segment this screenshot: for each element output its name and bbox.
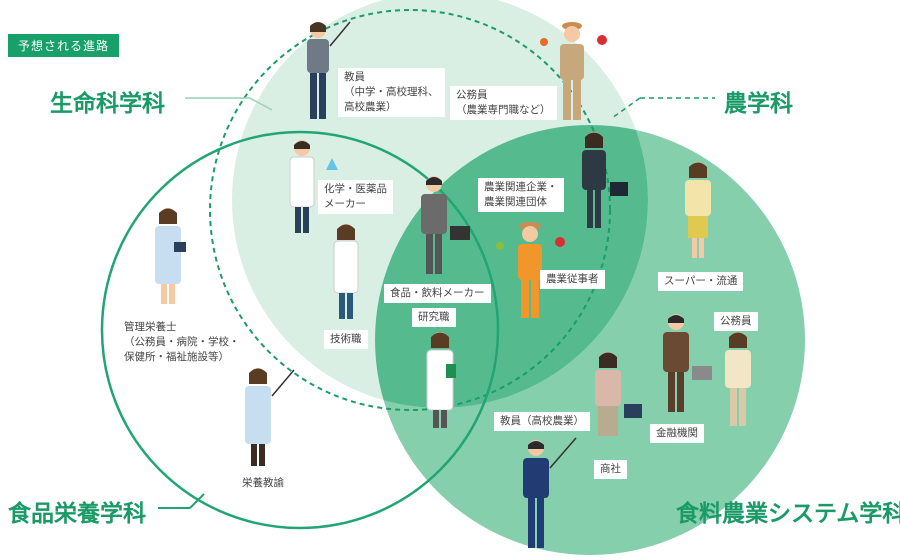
career-public-servant-top: 公務員 （農業専門職など） [450,86,557,120]
career-nutrition-teacher: 栄養教諭 [242,477,284,489]
career-supermarket: スーパー・流通 [658,272,744,291]
career-research: 研究職 [412,308,456,327]
person-nutrition-teacher [245,368,295,466]
person-teacher-top [307,21,351,119]
person-trading [595,352,642,436]
person-finance [663,314,712,412]
dept-food-nutrition-label: 食品栄養学科 [8,501,146,527]
career-technical: 技術職 [324,330,368,349]
person-technician [333,224,359,319]
dept-life-science-label: 生命科学科 [50,91,165,117]
person-farmer-orange [496,222,565,318]
career-public-servant-right: 公務員 [714,312,758,331]
career-trading: 商社 [594,460,627,479]
career-teacher-high-agri: 教員（高校農業） [494,412,590,431]
overlap-life-food-agri [375,125,648,408]
dept-food-agri-system-label: 食料農業システム学科 [676,501,900,527]
leader-food-agri-2 [639,493,653,509]
career-dietitian: 管理栄養士 （公務員・病院・学校・ 保健所・福祉施設等） [124,321,240,363]
person-teacher-high-agri [523,437,577,548]
dept-agriculture-label: 農学科 [724,91,793,117]
career-chem-pharma: 化学・医薬品 メーカー [318,180,393,214]
person-food-maker [421,176,470,274]
leader-agriculture-2 [611,97,641,119]
career-food-beverage: 食品・飲料メーカー [384,284,491,303]
expected-careers-badge: 予想される進路 [8,34,120,57]
person-dietitian [155,208,186,304]
person-agri-company [582,132,628,228]
leader-food-nutrition-2 [189,493,205,509]
person-researcher [426,332,456,428]
career-finance: 金融機関 [650,424,704,443]
person-farmer-top [540,22,607,120]
person-public-servant-right [725,332,751,426]
person-chemist [289,140,338,233]
person-supermarket [685,162,711,258]
career-agri-companies: 農業関連企業・ 農業関連団体 [478,178,564,212]
circle-food-nutrition [100,130,500,530]
leader-life-science-2 [249,97,273,111]
career-teacher-top: 教員 （中学・高校理科、 高校農業） [338,68,445,117]
circle-agriculture-dashed [209,9,611,411]
career-farmer: 農業従事者 [540,270,605,289]
